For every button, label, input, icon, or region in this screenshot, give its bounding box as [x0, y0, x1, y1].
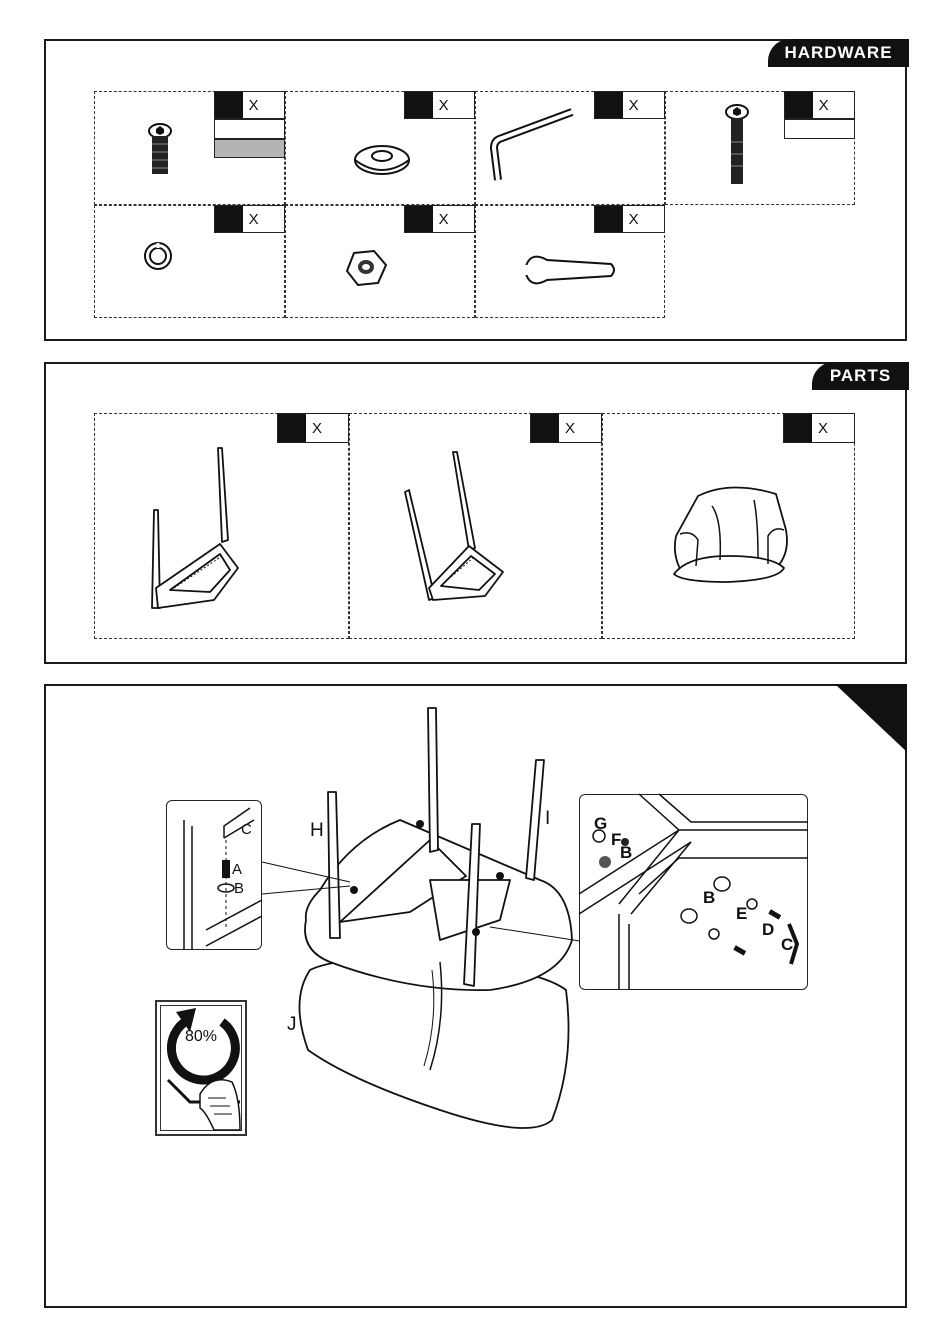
quantity-box: X: [530, 413, 602, 443]
quantity-box: X: [404, 205, 475, 233]
quantity-box: X: [784, 91, 855, 119]
quantity-extra-row: [784, 119, 855, 139]
parts-title: PARTS: [812, 362, 909, 390]
bolt-icon: [145, 122, 175, 178]
detail-label-b: B: [234, 880, 244, 897]
detail-label-c: C: [241, 821, 252, 838]
hex-nut-icon: [344, 249, 388, 287]
seat-icon: [668, 480, 794, 588]
part-label-j: J: [287, 1014, 297, 1036]
detail-right-drawing: [579, 794, 808, 990]
detail-label-e: E: [736, 904, 747, 924]
quantity-extra-row-shaded: [214, 139, 285, 158]
quantity-box: X: [404, 91, 475, 119]
leg-frame-icon: [130, 440, 250, 620]
detail-label-c: C: [781, 935, 793, 955]
quantity-box: X: [214, 205, 285, 233]
washer-icon: [352, 140, 412, 180]
hardware-title: HARDWARE: [768, 39, 909, 67]
quantity-box: X: [783, 413, 855, 443]
detail-label-a: A: [232, 861, 242, 878]
spring-washer-icon: [142, 240, 174, 272]
detail-label-g: G: [594, 814, 607, 834]
leg-frame-icon: [393, 448, 523, 608]
long-bolt-icon: [722, 102, 752, 188]
part-label-h: H: [310, 820, 324, 842]
quantity-box: X: [594, 205, 665, 233]
quantity-box: X: [277, 413, 349, 443]
detail-label-b: B: [703, 888, 715, 908]
quantity-extra-row: [214, 119, 285, 139]
part-label-i: I: [545, 808, 550, 830]
step-corner-marker: [825, 684, 907, 754]
torque-value: 80%: [160, 1028, 242, 1046]
quantity-box: X: [214, 91, 285, 119]
quantity-box: X: [594, 91, 665, 119]
callout-lines-left: [262, 860, 352, 900]
wrench-icon: [521, 250, 621, 290]
detail-label-d: D: [762, 920, 774, 940]
detail-label-b: B: [620, 843, 632, 863]
allen-key-icon: [490, 108, 580, 188]
callout-line-right: [490, 925, 582, 945]
hand-with-key-icon: [160, 1072, 242, 1132]
